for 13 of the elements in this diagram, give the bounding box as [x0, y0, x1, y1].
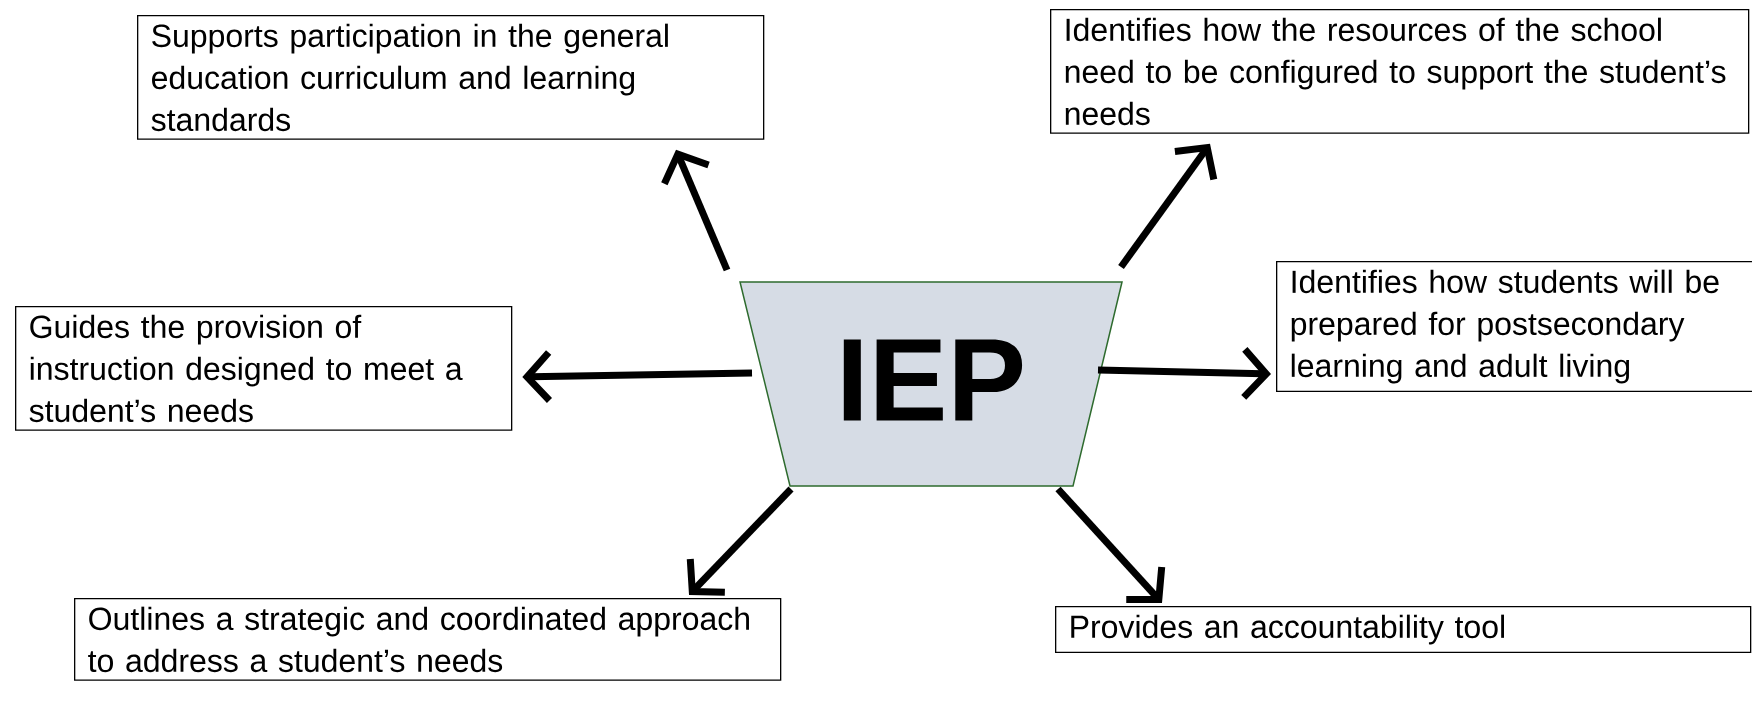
arrow — [1118, 143, 1218, 270]
text-box: Identifies how the resources of the school need to be configured to support the student’s needs — [1050, 9, 1750, 134]
arrow — [1055, 486, 1166, 603]
arrow — [522, 350, 753, 403]
text-box: Outlines a strategic and coordinated approach to address a student’s needs — [74, 598, 782, 681]
text-box: Identifies how students will be prepared for postsecondary learning and adult living — [1276, 261, 1752, 393]
text-box: Provides an accountability tool — [1055, 606, 1752, 654]
text-box: Guides the provision of instruction designed to meet a student’s needs — [15, 306, 513, 431]
arrow — [686, 486, 794, 596]
arrow — [661, 149, 731, 272]
trapezoid: IEP — [739, 281, 1123, 487]
arrow — [1097, 347, 1271, 400]
text-box: Supports participation in the general education curriculum and learning standards — [137, 15, 765, 140]
